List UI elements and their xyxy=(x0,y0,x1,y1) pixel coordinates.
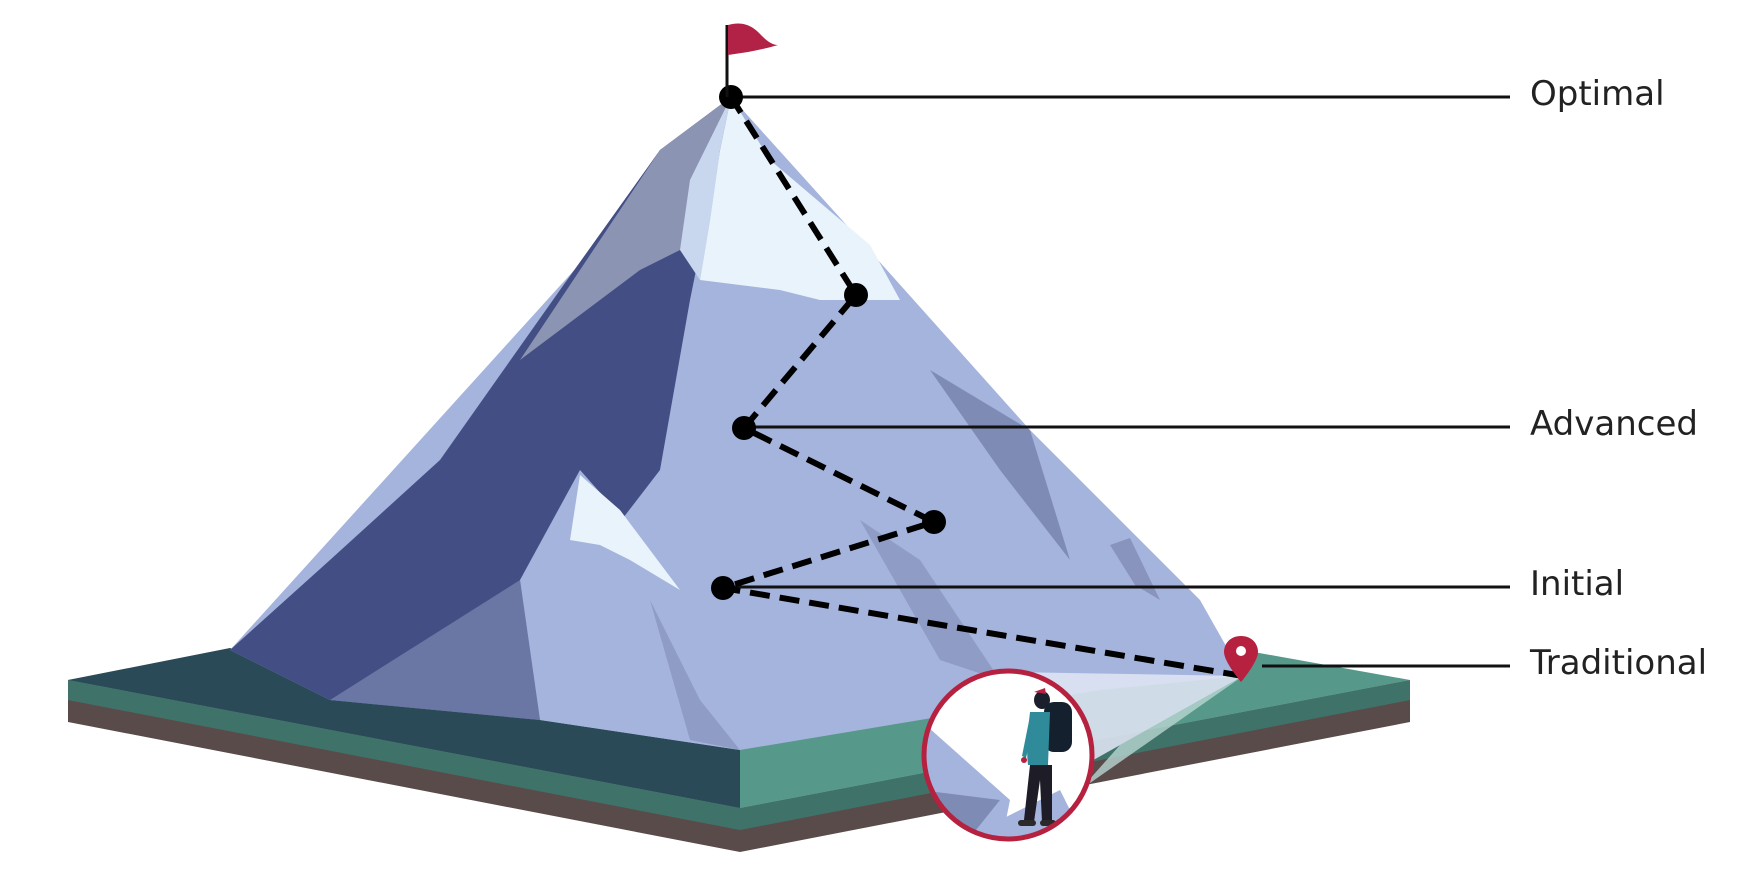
mountain xyxy=(230,97,1243,790)
hiker-icon xyxy=(1018,688,1072,826)
hiker-inset xyxy=(921,668,1095,842)
level-leader-lines xyxy=(723,95,1510,668)
map-pin-icon xyxy=(1224,636,1258,682)
waypoint-advanced xyxy=(732,416,756,440)
path-waypoints xyxy=(711,85,946,600)
climbing-path xyxy=(722,95,1244,679)
waypoint-2 xyxy=(844,283,868,307)
level-label-advanced: Advanced xyxy=(1530,404,1698,444)
level-label-initial: Initial xyxy=(1530,564,1625,604)
level-label-traditional: Traditional xyxy=(1530,643,1708,683)
waypoint-optimal xyxy=(719,85,743,109)
flag-icon xyxy=(725,23,778,97)
level-label-optimal: Optimal xyxy=(1530,74,1665,114)
waypoint-initial xyxy=(711,576,735,600)
waypoint-4 xyxy=(922,510,946,534)
